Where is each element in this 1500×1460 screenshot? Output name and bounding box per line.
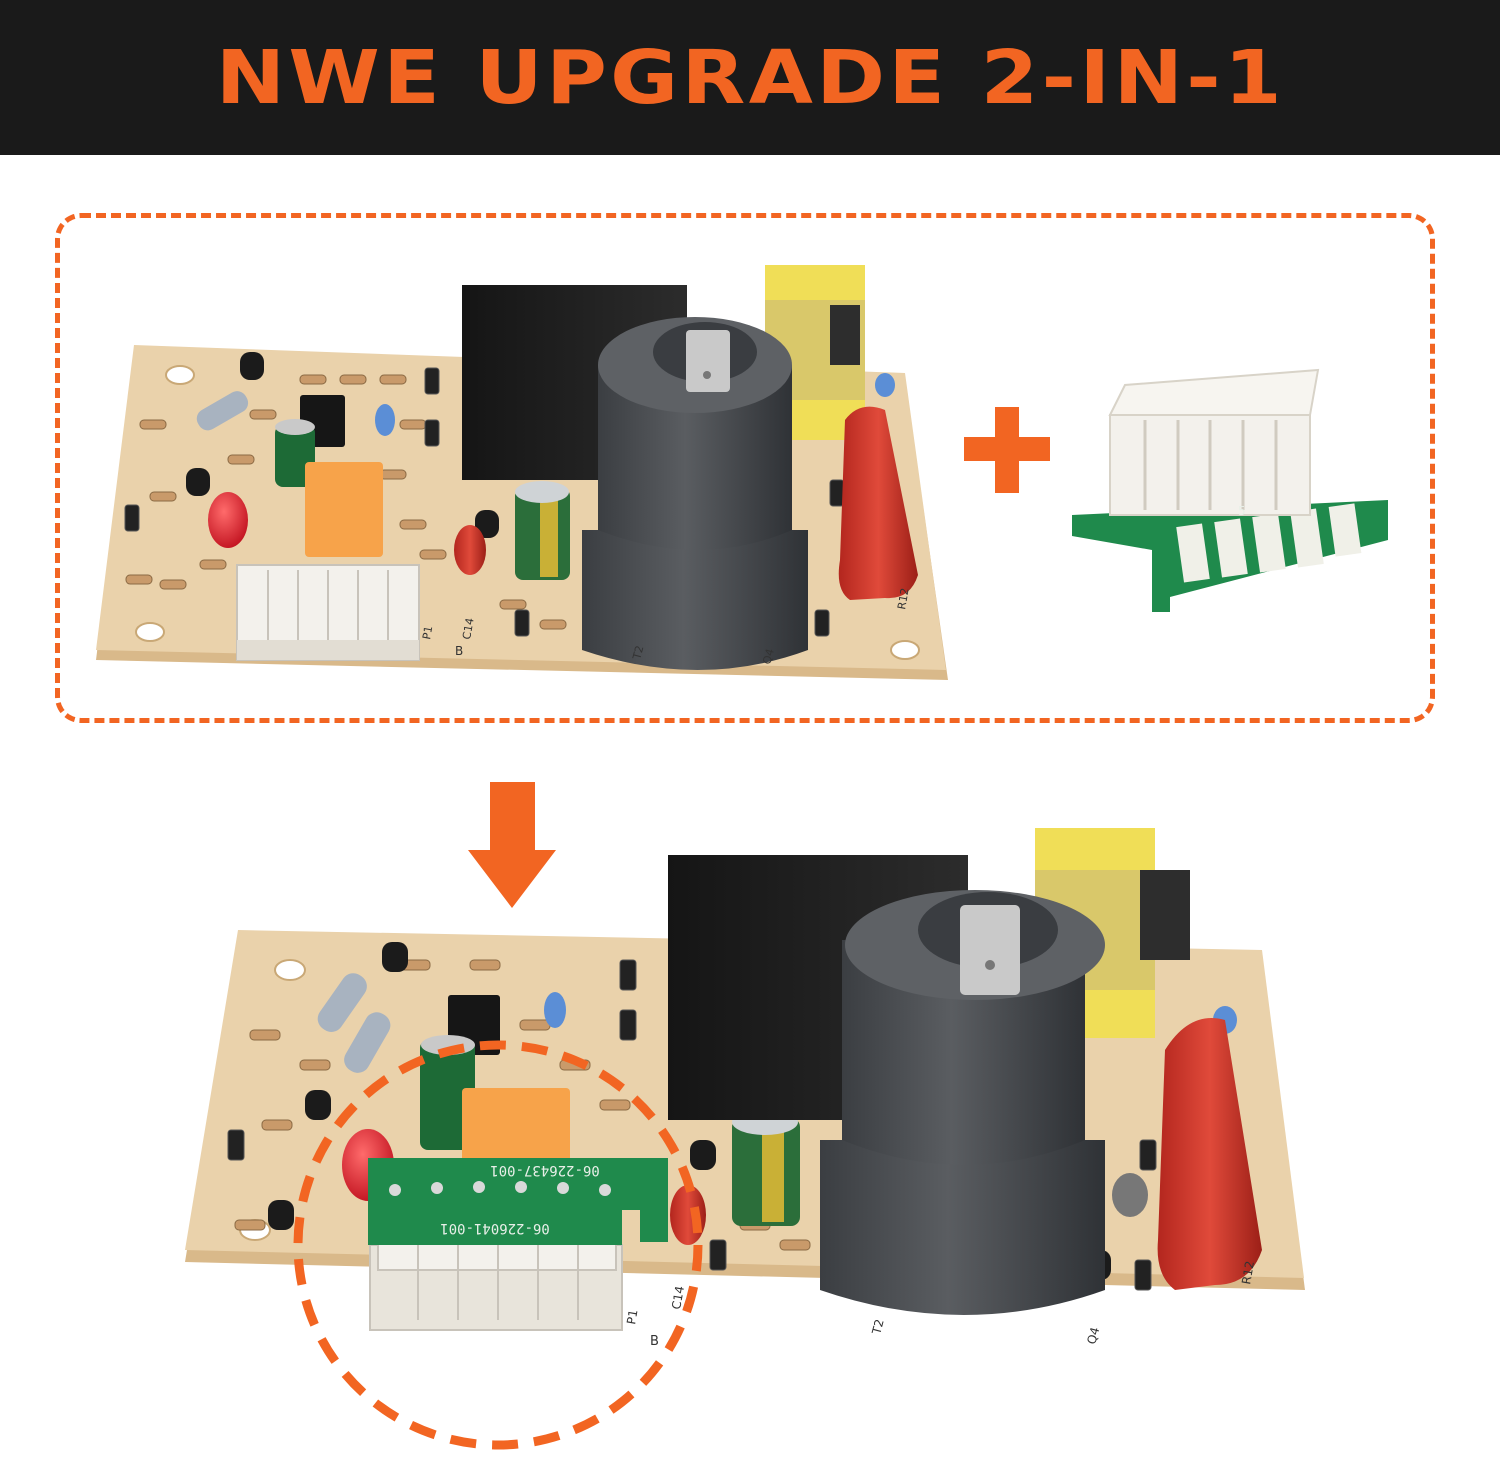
orange-relay [462,1088,570,1178]
banner-title: NWE UPGRADE 2-IN-1 [215,34,1285,121]
power-resistor [196,391,249,431]
adapter-part-number-bottom: 06-226041-001 [440,1220,550,1236]
coil-label: T2 [630,644,646,662]
control-board-bottom: 06-226437-001 06-226041-001 P1 B C14 T2 … [185,828,1305,1349]
ceramic-capacitor [544,992,566,1028]
resistor-label: R12 [895,587,912,611]
capacitor-top [515,481,569,503]
red-film-capacitor [454,525,486,575]
b-label: B [650,1334,659,1349]
mount-hole [890,640,920,660]
adapter-pin-number: 5 [1238,504,1246,518]
orange-relay [305,462,383,557]
transformer-core-dark [830,305,860,365]
transistor-label: Q4 [760,647,777,666]
power-resistor [317,973,367,1032]
arrow-down-icon [468,782,556,908]
diode-array [124,367,845,637]
red-film-capacitor [670,1185,706,1245]
capacitor-stripe [540,492,558,577]
control-board-top: P1 B C14 T2 Q4 R12 [96,265,948,680]
solder-pins [389,1181,611,1196]
capacitor-top [275,419,315,435]
ignition-coil [820,890,1105,1315]
b-label: B [455,644,463,658]
diode-array [227,959,1157,1291]
header-label: P1 [624,1308,640,1325]
coil-label: T2 [869,1318,887,1337]
transistor-label: Q4 [1084,1326,1102,1346]
transistor-array [268,942,1111,1280]
adapter-connector: 5 [1072,368,1388,612]
mount-hole [165,365,195,385]
highlight-circle [293,1040,703,1450]
mount-hole [135,622,165,642]
capacitor-stripe [762,1122,784,1222]
ceramic-capacitor [375,404,395,436]
banner: NWE UPGRADE 2-IN-1 [0,0,1500,155]
header-connector [236,564,420,661]
resistor-label: R12 [1239,1260,1257,1286]
power-resistor [344,1012,391,1073]
red-x-capacitor [838,406,918,600]
transformer-core-dark [1140,870,1190,960]
red-x-capacitor [1157,1018,1262,1290]
ignition-coil [582,317,808,670]
varistor [1112,1173,1148,1217]
header-label: P1 [420,625,435,641]
resistor-array [125,374,567,630]
adapter-installed: 06-226437-001 06-226041-001 [368,1158,668,1245]
mount-hole [274,959,306,981]
electrolytic-capacitor-small [420,1040,475,1150]
cap-label: C14 [460,617,477,641]
plus-icon [964,407,1050,493]
blue-capacitor [875,373,895,397]
adapter-part-number-top: 06-226437-001 [490,1162,600,1178]
adapter-pads [1176,503,1362,583]
cap-label: C14 [669,1285,687,1311]
red-led [208,492,248,548]
before-frame [55,213,1435,723]
